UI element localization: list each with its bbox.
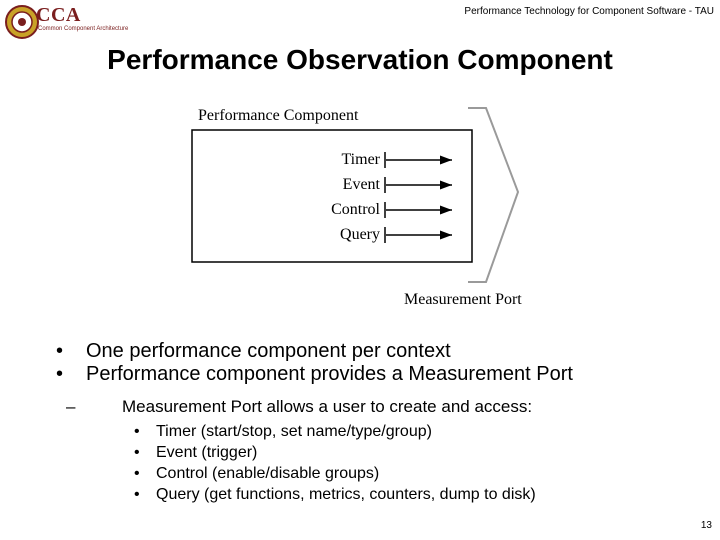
dash-icon: – [66, 397, 76, 416]
sub-bullet-group: – Measurement Port allows a user to crea… [66, 396, 676, 505]
performance-component-box [191, 129, 473, 263]
performance-component-label: Performance Component [198, 107, 359, 124]
sub-bullet-item: – Measurement Port allows a user to crea… [66, 396, 676, 417]
cca-logo-icon [5, 5, 39, 39]
sub-sub-bullet-item: • Query (get functions, metrics, counter… [134, 484, 676, 505]
port-label-event: Event [343, 176, 381, 193]
bullet-icon: • [134, 486, 140, 503]
running-title: Performance Technology for Component Sof… [464, 6, 714, 17]
sub-bullet-text: Measurement Port allows a user to create… [122, 397, 533, 416]
bullet-icon: • [134, 444, 140, 461]
bullet-item: • Performance component provides a Measu… [56, 363, 676, 386]
sub-sub-bullet-list: • Timer (start/stop, set name/type/group… [134, 421, 676, 505]
port-label-query: Query [340, 226, 380, 243]
sub-sub-bullet-item: • Control (enable/disable groups) [134, 463, 676, 484]
sub-sub-bullet-item: • Event (trigger) [134, 442, 676, 463]
bullet-icon: • [134, 423, 140, 440]
sub-sub-bullet-text: Event (trigger) [156, 444, 258, 461]
bullet-text: Performance component provides a Measure… [86, 363, 573, 385]
logo-subtitle: Common Component Architecture [38, 26, 129, 32]
sub-sub-bullet-text: Timer (start/stop, set name/type/group) [156, 423, 432, 440]
sub-sub-bullet-item: • Timer (start/stop, set name/type/group… [134, 421, 676, 442]
bullet-item: • One performance component per context [56, 340, 676, 363]
port-label-timer: Timer [341, 151, 380, 168]
port-label-control: Control [331, 201, 380, 218]
bullet-icon: • [134, 465, 140, 482]
sub-sub-bullet-text: Query (get functions, metrics, counters,… [156, 486, 536, 503]
bullet-list: • One performance component per context … [56, 340, 676, 505]
bullet-text: One performance component per context [86, 340, 451, 362]
page-number: 13 [700, 520, 712, 531]
logo-text: CCA [36, 4, 81, 26]
measurement-port-label: Measurement Port [404, 291, 522, 308]
bullet-icon: • [56, 340, 64, 362]
sub-sub-bullet-text: Control (enable/disable groups) [156, 465, 380, 482]
bullet-icon: • [56, 363, 64, 385]
slide-title: Performance Observation Component [107, 44, 613, 75]
measurement-port-shape [468, 107, 520, 283]
